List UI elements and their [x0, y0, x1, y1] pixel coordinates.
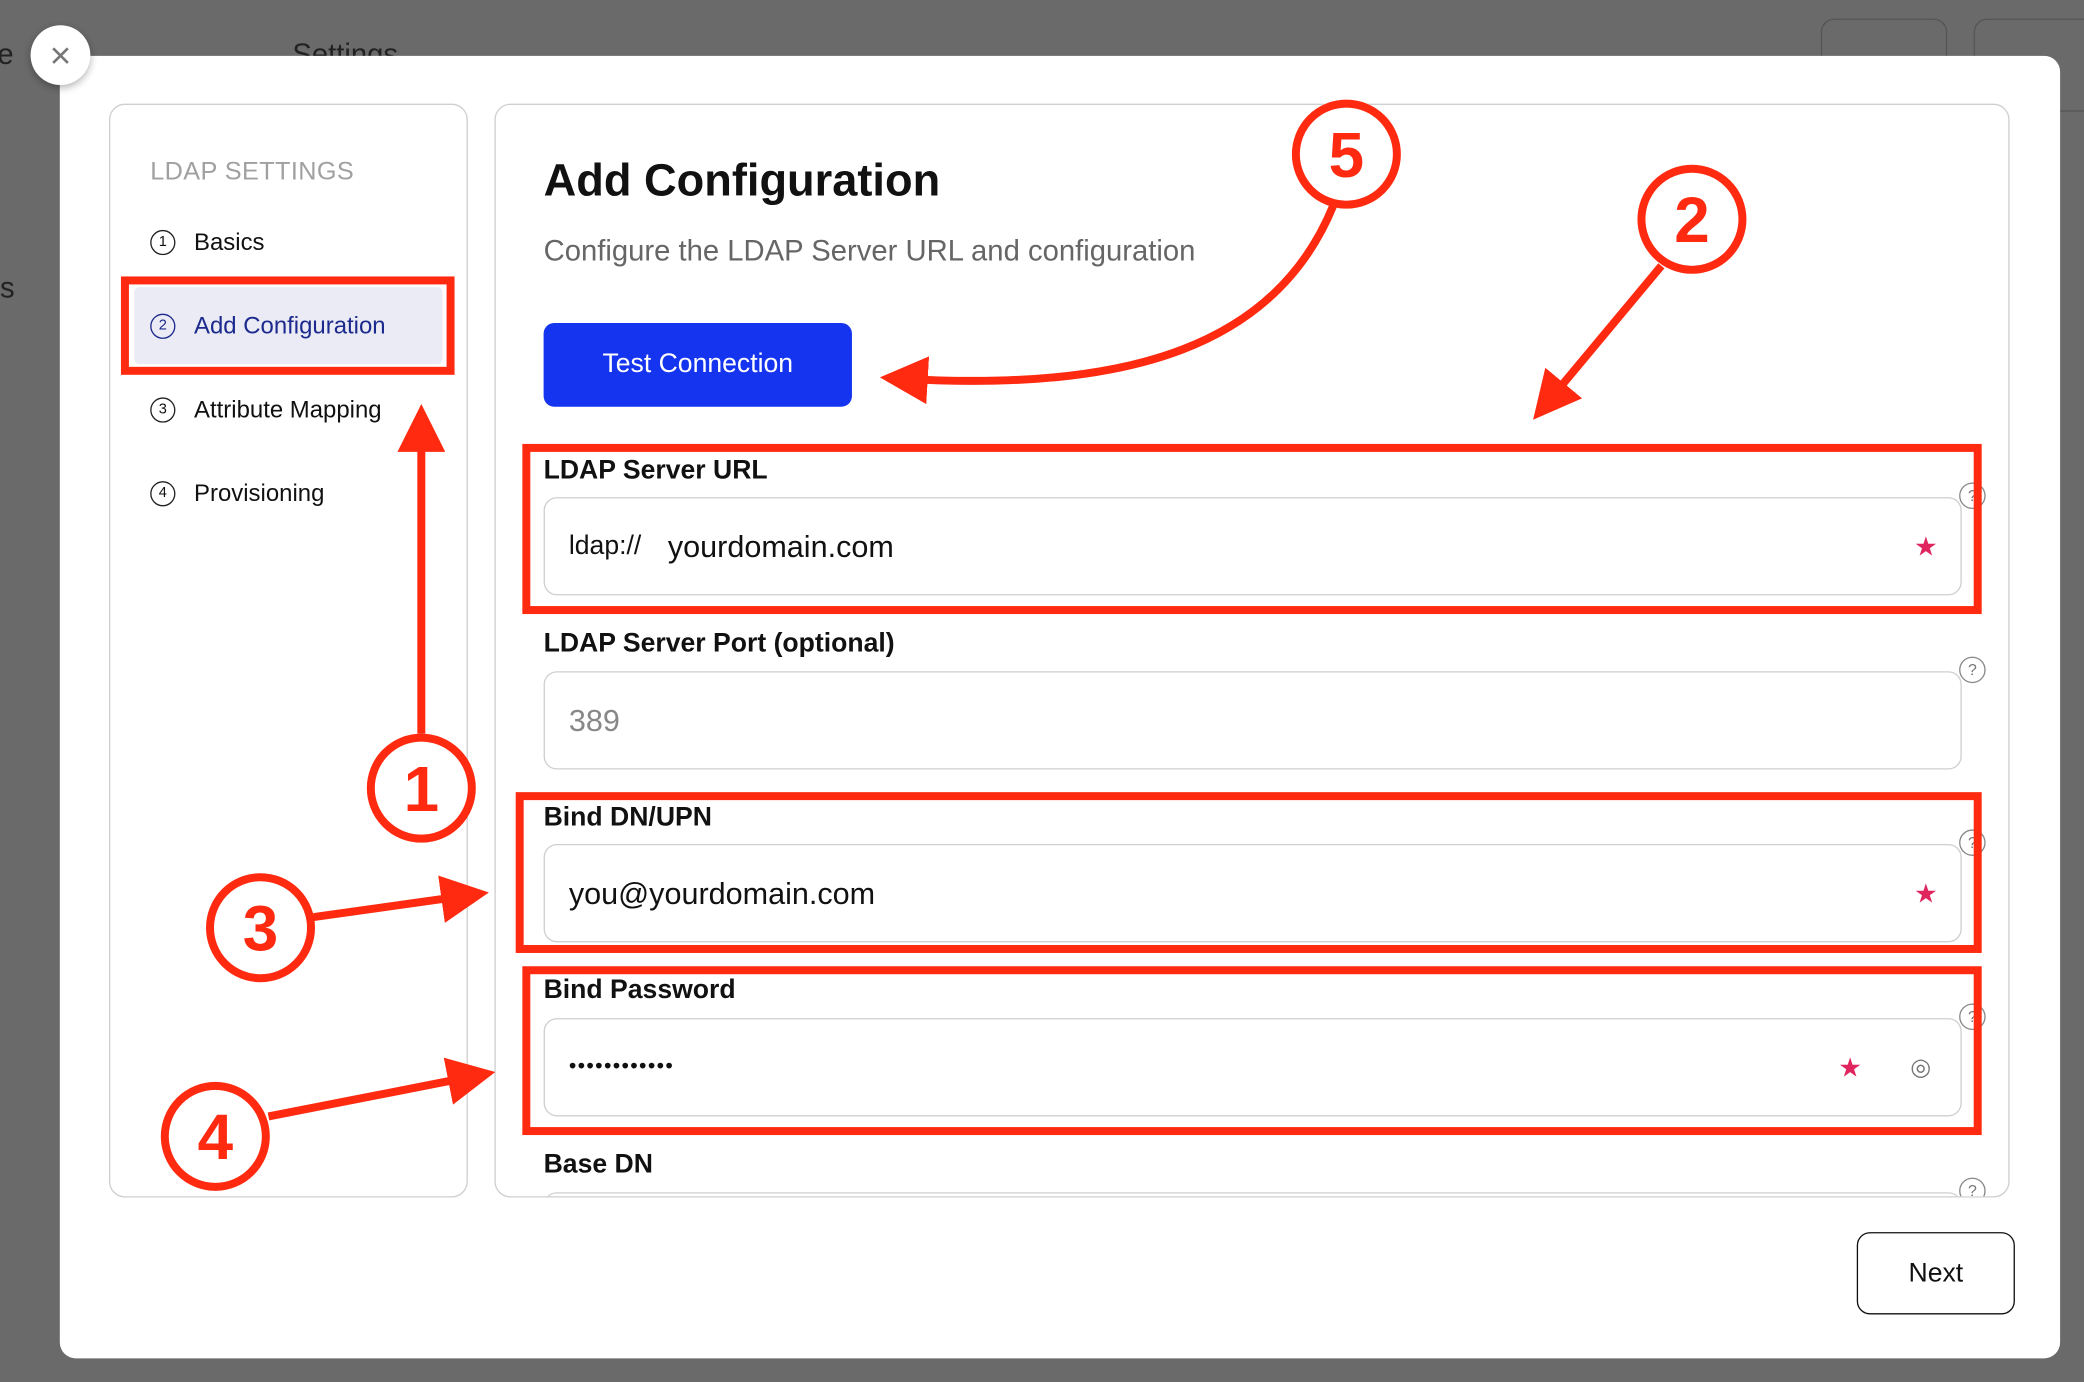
configuration-form: Add Configuration Configure the LDAP Ser… [494, 103, 2010, 1198]
background-text: e [0, 37, 14, 72]
bind-dn-input[interactable]: you@yourdomain.com ? ★ [543, 829, 1986, 943]
help-icon[interactable]: ? [1959, 656, 1986, 684]
close-button[interactable]: × [30, 25, 91, 86]
step-label: Provisioning [194, 479, 325, 506]
help-icon[interactable]: ? [1959, 1177, 1986, 1197]
field-label: Bind DN/UPN [543, 802, 712, 833]
step-basics[interactable]: 1 Basics [134, 203, 442, 280]
step-number-icon: 1 [150, 229, 176, 255]
field-label: LDAP Server URL [543, 455, 768, 486]
help-icon[interactable]: ? [1959, 1003, 1986, 1031]
ldap-server-url-input[interactable]: ldap:// yourdomain.com ? ★ [543, 482, 1986, 596]
step-provisioning[interactable]: 4 Provisioning [134, 455, 442, 532]
field-label: Bind Password [543, 975, 736, 1005]
step-label: Basics [194, 227, 265, 255]
test-connection-button[interactable]: Test Connection [543, 322, 852, 407]
field-label: Base DN [543, 1149, 653, 1179]
steps-sidebar: LDAP SETTINGS 1 Basics 2 Add Configuration… [108, 103, 468, 1198]
bind-password-input[interactable]: •••••••••••• ? ★ ◎ [543, 1003, 1986, 1117]
required-star-icon: ★ [1838, 1053, 1863, 1083]
required-star-icon: ★ [1913, 532, 1938, 562]
url-prefix: ldap:// [568, 530, 642, 561]
eye-icon[interactable]: ◎ [1910, 1053, 1932, 1080]
help-icon[interactable]: ? [1959, 482, 1986, 510]
input-value: you@yourdomain.com [568, 875, 876, 910]
step-number-icon: 4 [150, 480, 176, 506]
step-add-configuration[interactable]: 2 Add Configuration [134, 287, 443, 365]
page-title: Add Configuration [543, 155, 941, 207]
input-value: yourdomain.com [667, 528, 894, 563]
step-number-icon: 2 [150, 313, 176, 339]
input-placeholder: 389 [568, 702, 620, 737]
step-label: Add Configuration [194, 311, 386, 339]
ldap-server-port-input[interactable]: 389 ? [543, 656, 1986, 770]
field-label: LDAP Server Port (optional) [543, 628, 895, 658]
step-label: Attribute Mapping [194, 395, 382, 422]
background-text: s [0, 271, 15, 305]
page-subtitle: Configure the LDAP Server URL and config… [543, 233, 1196, 268]
help-icon[interactable]: ? [1959, 829, 1986, 856]
sidebar-section-title: LDAP SETTINGS [150, 158, 355, 187]
base-dn-input[interactable]: ? [543, 1177, 1986, 1197]
step-attribute-mapping[interactable]: 3 Attribute Mapping [134, 371, 442, 448]
next-button[interactable]: Next [1856, 1232, 2015, 1315]
required-star-icon: ★ [1913, 879, 1938, 909]
step-number-icon: 3 [150, 396, 176, 422]
input-value: •••••••••••• [568, 1055, 675, 1078]
x-icon: × [49, 33, 72, 76]
